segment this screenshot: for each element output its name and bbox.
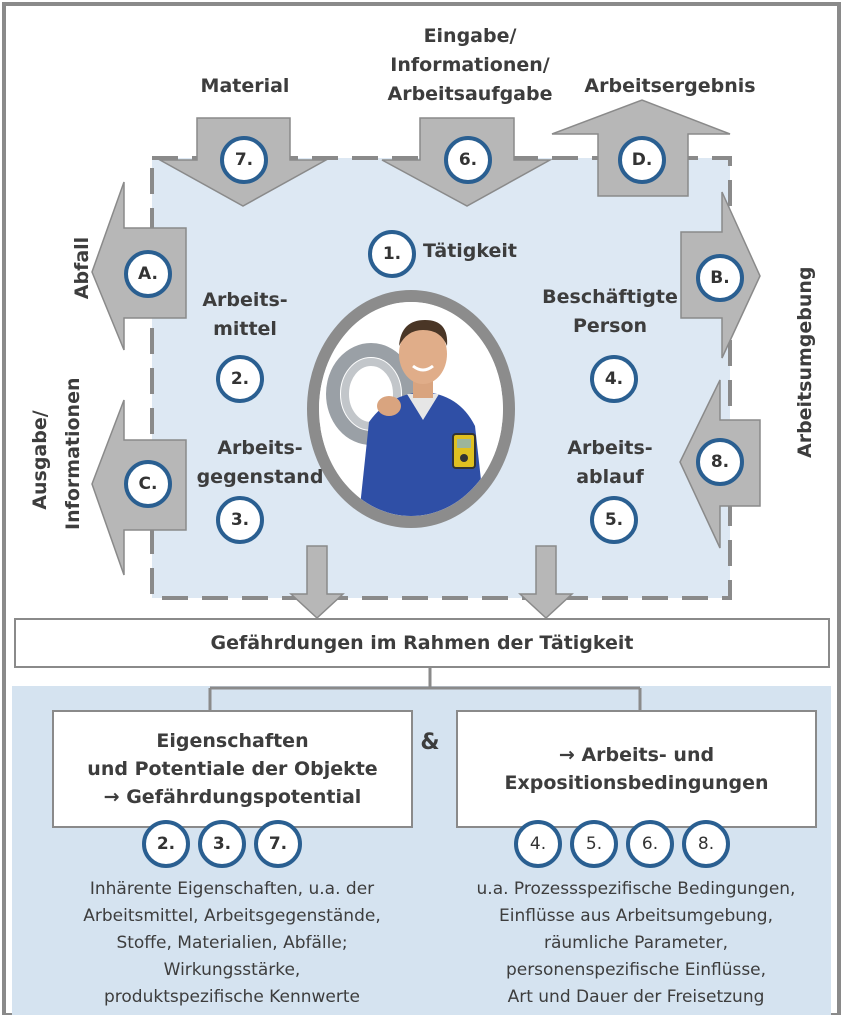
badge-objekte-7: 7.	[254, 820, 302, 868]
badge-bedingungen-8: 8.	[682, 820, 730, 868]
arbeitsgegenstand-label-1: Arbeits-	[217, 437, 303, 459]
taetigkeit-label: Tätigkeit	[422, 240, 518, 262]
person-label-2: Person	[572, 315, 648, 337]
objekte-desc-line: Inhärente Eigenschaften, u.a. der	[89, 879, 375, 899]
badge-4-person: 4.	[590, 355, 638, 403]
objekte-title-3: → Gefährdungspotential	[103, 786, 362, 808]
arbeitsablauf-label-2: ablauf	[576, 466, 644, 488]
badge-c-ausgabe: C.	[124, 460, 172, 508]
badge-7-material: 7.	[220, 136, 268, 184]
arbeitsergebnis-label: Arbeitsergebnis	[584, 75, 756, 97]
bedingungen-desc-line: personenspezifische Einflüsse,	[505, 960, 767, 980]
badge-6-eingabe: 6.	[444, 136, 492, 184]
bedingungen-desc-line: Art und Dauer der Freisetzung	[507, 987, 765, 1007]
hazards-title: Gefährdungen im Rahmen der Tätigkeit	[210, 632, 634, 654]
badge-bedingungen-6: 6.	[626, 820, 674, 868]
ausgabe-label-2: Informationen	[62, 377, 84, 531]
badge-objekte-2: 2.	[142, 820, 190, 868]
eingabe-label-2: Informationen/	[390, 54, 550, 76]
ampersand: &	[420, 730, 440, 755]
objekte-box: Eigenschaften und Potentiale der Objekte…	[52, 710, 413, 828]
hazard-arrow-right	[518, 545, 574, 620]
badge-2-arbeitsmittel: 2.	[216, 355, 264, 403]
objekte-desc-line: Arbeitsmittel, Arbeitsgegenstände,	[83, 906, 381, 926]
badge-bedingungen-4: 4.	[514, 820, 562, 868]
material-label: Material	[200, 75, 290, 97]
person-label-1: Beschäftigte	[542, 286, 678, 308]
arbeitsmittel-label-2: mittel	[213, 318, 277, 340]
eingabe-label-3: Arbeitsaufgabe	[387, 83, 553, 105]
badge-objekte-3: 3.	[198, 820, 246, 868]
hazards-box: Gefährdungen im Rahmen der Tätigkeit	[14, 618, 830, 668]
eingabe-label-1: Eingabe/	[423, 25, 517, 47]
badge-d-arbeitsergebnis: D.	[618, 136, 666, 184]
bedingungen-title-1: → Arbeits- und	[558, 744, 715, 766]
objekte-title-2: und Potentiale der Objekte	[87, 758, 378, 780]
objekte-desc-line: Wirkungsstärke,	[163, 960, 301, 980]
arbeitsgegenstand-label-2: gegenstand	[196, 466, 324, 488]
hazard-arrow-left	[289, 545, 345, 620]
badge-5-arbeitsablauf: 5.	[590, 496, 638, 544]
objekte-description: Inhärente Eigenschaften, u.a. der Arbeit…	[22, 876, 442, 1011]
objekte-title-1: Eigenschaften	[156, 730, 309, 752]
badge-1-taetigkeit: 1.	[368, 230, 416, 278]
bedingungen-box: → Arbeits- und Expositionsbedingungen	[456, 710, 817, 828]
bedingungen-description: u.a. Prozessspezifische Bedingungen, Ein…	[426, 876, 843, 1011]
badge-8-arbeitsumgebung: 8.	[696, 438, 744, 486]
objekte-desc-line: Stoffe, Materialien, Abfälle;	[116, 933, 348, 953]
worker-image	[307, 290, 515, 528]
badge-3-arbeitsgegenstand: 3.	[216, 496, 264, 544]
bedingungen-title-2: Expositionsbedingungen	[504, 772, 769, 794]
objekte-desc-line: produktspezifische Kennwerte	[104, 987, 360, 1007]
bedingungen-desc-line: u.a. Prozessspezifische Bedingungen,	[476, 879, 796, 899]
badge-bedingungen-5: 5.	[570, 820, 618, 868]
badge-a-abfall: A.	[124, 250, 172, 298]
arbeitsmittel-label-1: Arbeits-	[202, 289, 288, 311]
badge-b-arbeitsumgebung: B.	[696, 254, 744, 302]
arbeitsumgebung-label: Arbeitsumgebung	[794, 266, 816, 458]
worker-illustration	[319, 302, 503, 516]
ausgabe-label-1: Ausgabe/	[29, 410, 51, 510]
abfall-label: Abfall	[71, 236, 93, 300]
arbeitsablauf-label-1: Arbeits-	[567, 437, 653, 459]
bedingungen-desc-line: Einflüsse aus Arbeitsumgebung,	[499, 906, 773, 926]
bedingungen-desc-line: räumliche Parameter,	[543, 933, 729, 953]
